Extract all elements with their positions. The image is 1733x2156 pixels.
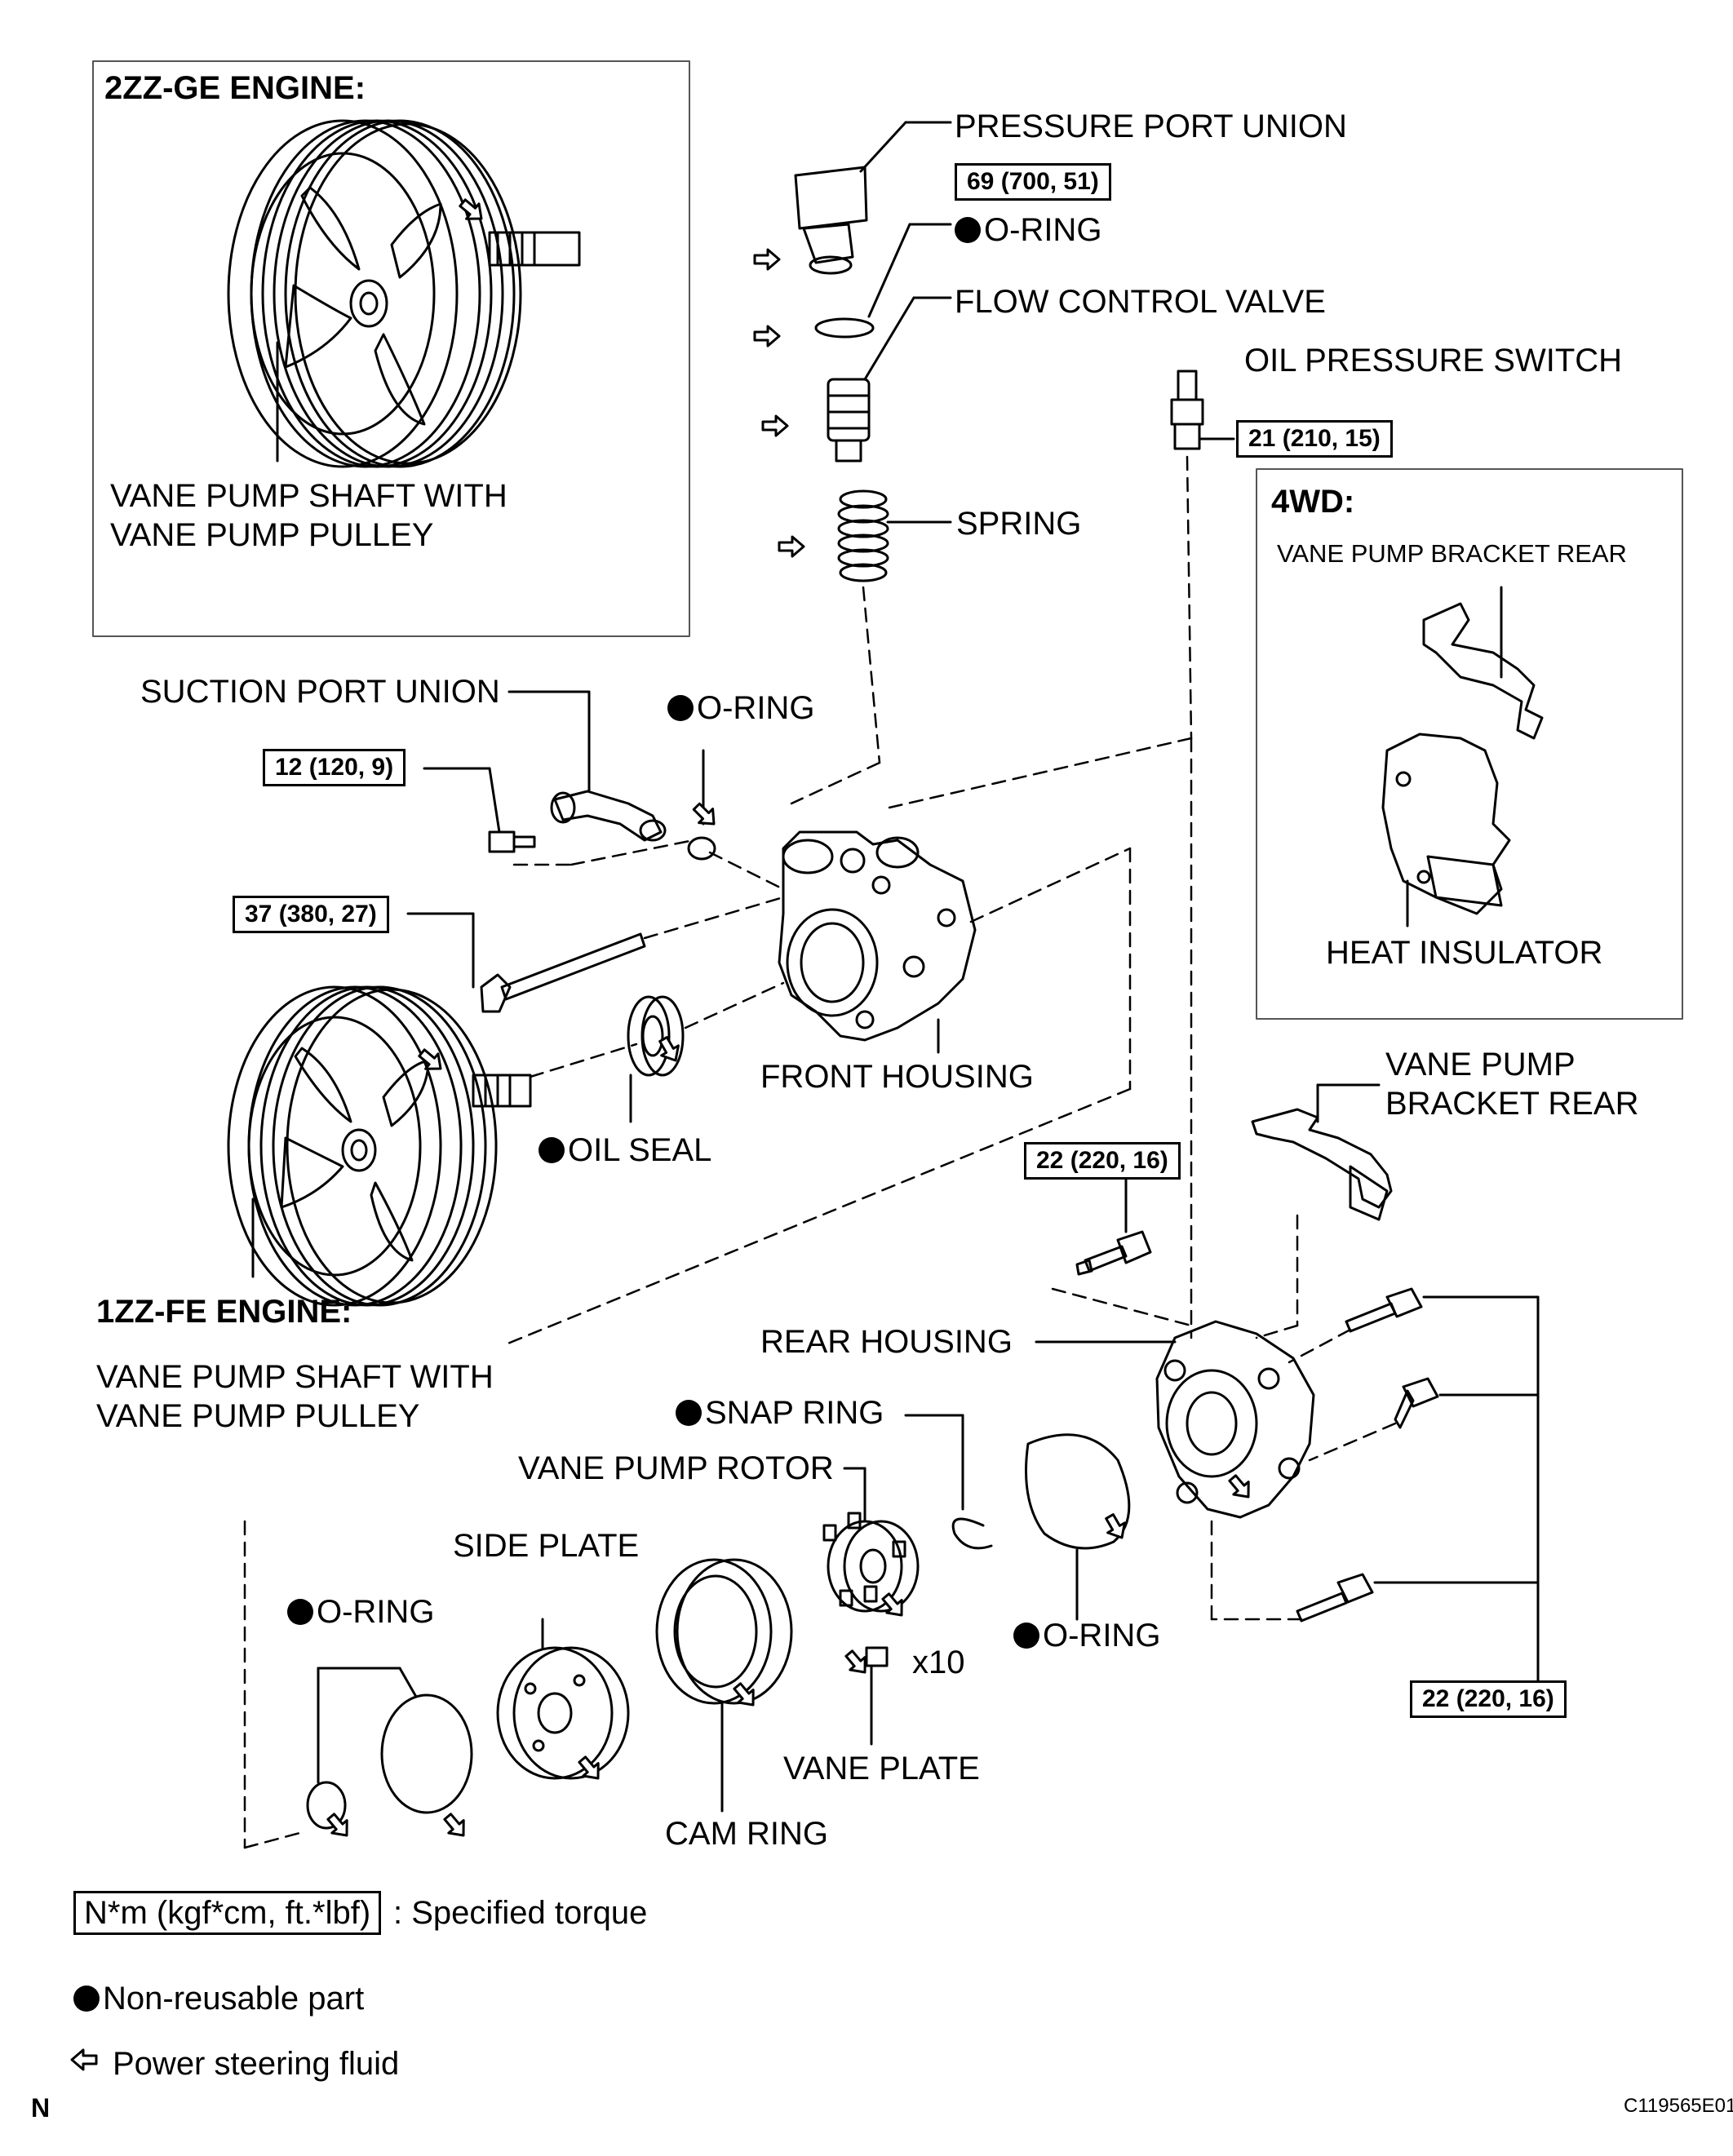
footer-mark: N <box>31 2093 51 2123</box>
vane-plate <box>865 1646 889 1746</box>
long-bolt <box>406 912 646 1013</box>
snap-ring <box>904 1414 993 1550</box>
bracket-rear-4wd <box>1422 586 1544 740</box>
alignment-lines <box>243 455 1397 1849</box>
pulley-1zz <box>227 985 532 1307</box>
rear-housing <box>1035 1320 1315 1519</box>
legend-fluid: Power steering fluid <box>113 2046 400 2082</box>
shaft-2zz-label-line1: VANE PUMP SHAFT WITH <box>110 478 507 514</box>
vane-plate-label: VANE PLATE <box>783 1751 980 1786</box>
spring-label: SPRING <box>956 506 1082 542</box>
front-housing <box>778 830 977 1054</box>
torque-oil-pressure-switch: 21 (210, 15) <box>1236 420 1393 458</box>
torque-bracket-bolt: 22 (220, 16) <box>1024 1142 1181 1180</box>
front-housing-label: FRONT HOUSING <box>760 1059 1034 1095</box>
torque-rear-bolts: 22 (220, 16) <box>1410 1680 1567 1718</box>
heat-insulator-label: HEAT INSULATOR <box>1326 935 1603 971</box>
o-ring-label-rear: O-RING <box>1013 1619 1160 1652</box>
shaft-1zz-label-line2: VANE PUMP PULLEY <box>96 1398 420 1434</box>
spring <box>837 489 952 582</box>
suction-port-union-label: SUCTION PORT UNION <box>140 674 500 710</box>
shaft-2zz-label-line2: VANE PUMP PULLEY <box>110 517 434 553</box>
suction-bolt <box>423 767 536 853</box>
inset-4wd-frame <box>1256 468 1683 1020</box>
non-reusable-dot <box>676 1400 702 1426</box>
non-reusable-dot <box>539 1137 565 1163</box>
non-reusable-dot <box>287 1599 313 1625</box>
bracket-bolt <box>1075 1173 1152 1276</box>
torque-long-bolt: 37 (380, 27) <box>233 896 389 933</box>
oil-pressure-switch <box>1170 370 1235 450</box>
side-plate <box>496 1618 630 1780</box>
flow-control-valve <box>827 296 952 463</box>
suction-port-union <box>507 690 667 842</box>
cam-ring <box>655 1558 793 1813</box>
o-ring-rear <box>1025 1433 1131 1621</box>
bracket-rear-label-line1: VANE PUMP <box>1385 1047 1576 1082</box>
non-reusable-dot <box>667 695 694 721</box>
heat-insulator <box>1381 733 1511 927</box>
rear-bolts <box>1296 1287 1540 1682</box>
non-reusable-dot <box>955 217 981 243</box>
torque-suction-bolt: 12 (120, 9) <box>263 749 406 786</box>
x10-label: x10 <box>912 1645 965 1680</box>
fwd-title: 4WD: <box>1271 484 1355 520</box>
vane-pump-rotor-label: VANE PUMP ROTOR <box>518 1450 834 1486</box>
legend-non-reusable: Non-reusable part <box>73 1982 364 2015</box>
engine-2zz-title: 2ZZ-GE ENGINE: <box>104 70 366 106</box>
legend-torque-box: N*m (kgf*cm, ft.*lbf) <box>73 1891 382 1935</box>
pressure-port-union-label: PRESSURE PORT UNION <box>955 108 1347 144</box>
non-reusable-dot <box>1013 1623 1039 1649</box>
bracket-rear-label-line2: BRACKET REAR <box>1385 1086 1639 1122</box>
legend-torque-desc: : Specified torque <box>393 1895 648 1931</box>
shaft-1zz-label-line1: VANE PUMP SHAFT WITH <box>96 1359 494 1395</box>
rear-housing-label: REAR HOUSING <box>760 1324 1013 1360</box>
engine-1zz-title: 1ZZ-FE ENGINE: <box>96 1294 352 1330</box>
oil-seal-label: OIL SEAL <box>539 1134 711 1167</box>
pulley-2zz <box>227 119 581 468</box>
flow-control-valve-label: FLOW CONTROL VALVE <box>955 284 1326 320</box>
o-rings-front <box>306 1667 473 1830</box>
torque-pressure-port: 69 (700, 51) <box>955 163 1111 201</box>
o-ring-label-top: O-RING <box>955 214 1101 246</box>
o-ring-label-suction: O-RING <box>667 692 814 724</box>
non-reusable-dot <box>73 1986 100 2012</box>
o-ring-label-front: O-RING <box>287 1596 434 1628</box>
side-plate-label: SIDE PLATE <box>453 1528 640 1564</box>
bracket-rear-main <box>1251 1083 1393 1221</box>
pressure-port-union <box>794 121 952 275</box>
snap-ring-label: SNAP RING <box>676 1397 884 1429</box>
oil-seal <box>627 995 685 1123</box>
oil-pressure-switch-label: OIL PRESSURE SWITCH <box>1244 343 1623 379</box>
inset-2zz-frame <box>92 60 690 637</box>
cam-ring-label: CAM RING <box>665 1816 828 1852</box>
figure-id: C119565E01 <box>1624 2095 1733 2117</box>
vane-pump-rotor <box>822 1467 920 1613</box>
o-ring-top <box>814 223 952 339</box>
bracket-rear-4wd-label: VANE PUMP BRACKET REAR <box>1277 539 1627 568</box>
